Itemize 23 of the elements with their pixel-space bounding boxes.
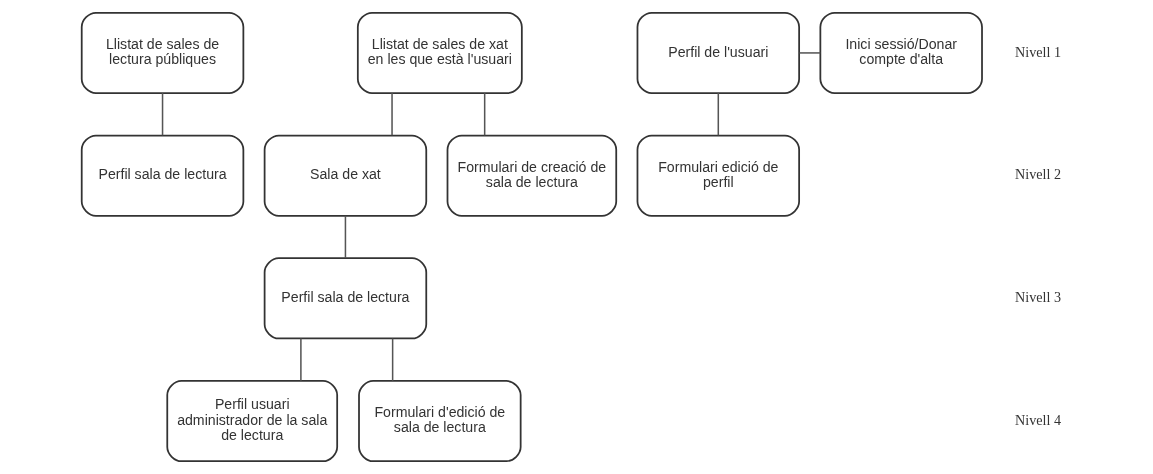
node-box: Formulari de creació de sala de lectura — [446, 134, 617, 217]
node-box: Formulari d'edició de sala de lectura — [357, 380, 522, 463]
connector — [344, 215, 346, 259]
connector — [390, 92, 393, 137]
node-box: Perfil sala de lectura — [80, 134, 244, 217]
label: Nivell 3 — [1014, 289, 1061, 306]
connector — [391, 337, 393, 382]
node-box: Inici sessió/Donar compte d'alta — [818, 11, 983, 94]
node-box: Formulari edició de perfil — [636, 134, 800, 217]
node-box: Perfil usuari administrador de la sala de lectura — [165, 380, 338, 463]
label: Nivell 2 — [1014, 166, 1061, 183]
connector — [299, 337, 302, 382]
label: Nivell 4 — [1014, 411, 1061, 428]
node-box: Llistat de sales de lectura públiques — [80, 11, 244, 94]
connector — [161, 92, 163, 137]
node-box: Llistat de sales de xat en les que està l'usuari — [356, 11, 523, 94]
node-box: Sala de xat — [263, 134, 427, 217]
connector — [717, 92, 719, 137]
connector — [483, 92, 485, 137]
node-box: Perfil sala de lectura — [263, 257, 427, 340]
label: Nivell 1 — [1014, 43, 1061, 60]
node-box: Perfil de l'usuari — [636, 11, 800, 94]
connector — [798, 52, 821, 54]
